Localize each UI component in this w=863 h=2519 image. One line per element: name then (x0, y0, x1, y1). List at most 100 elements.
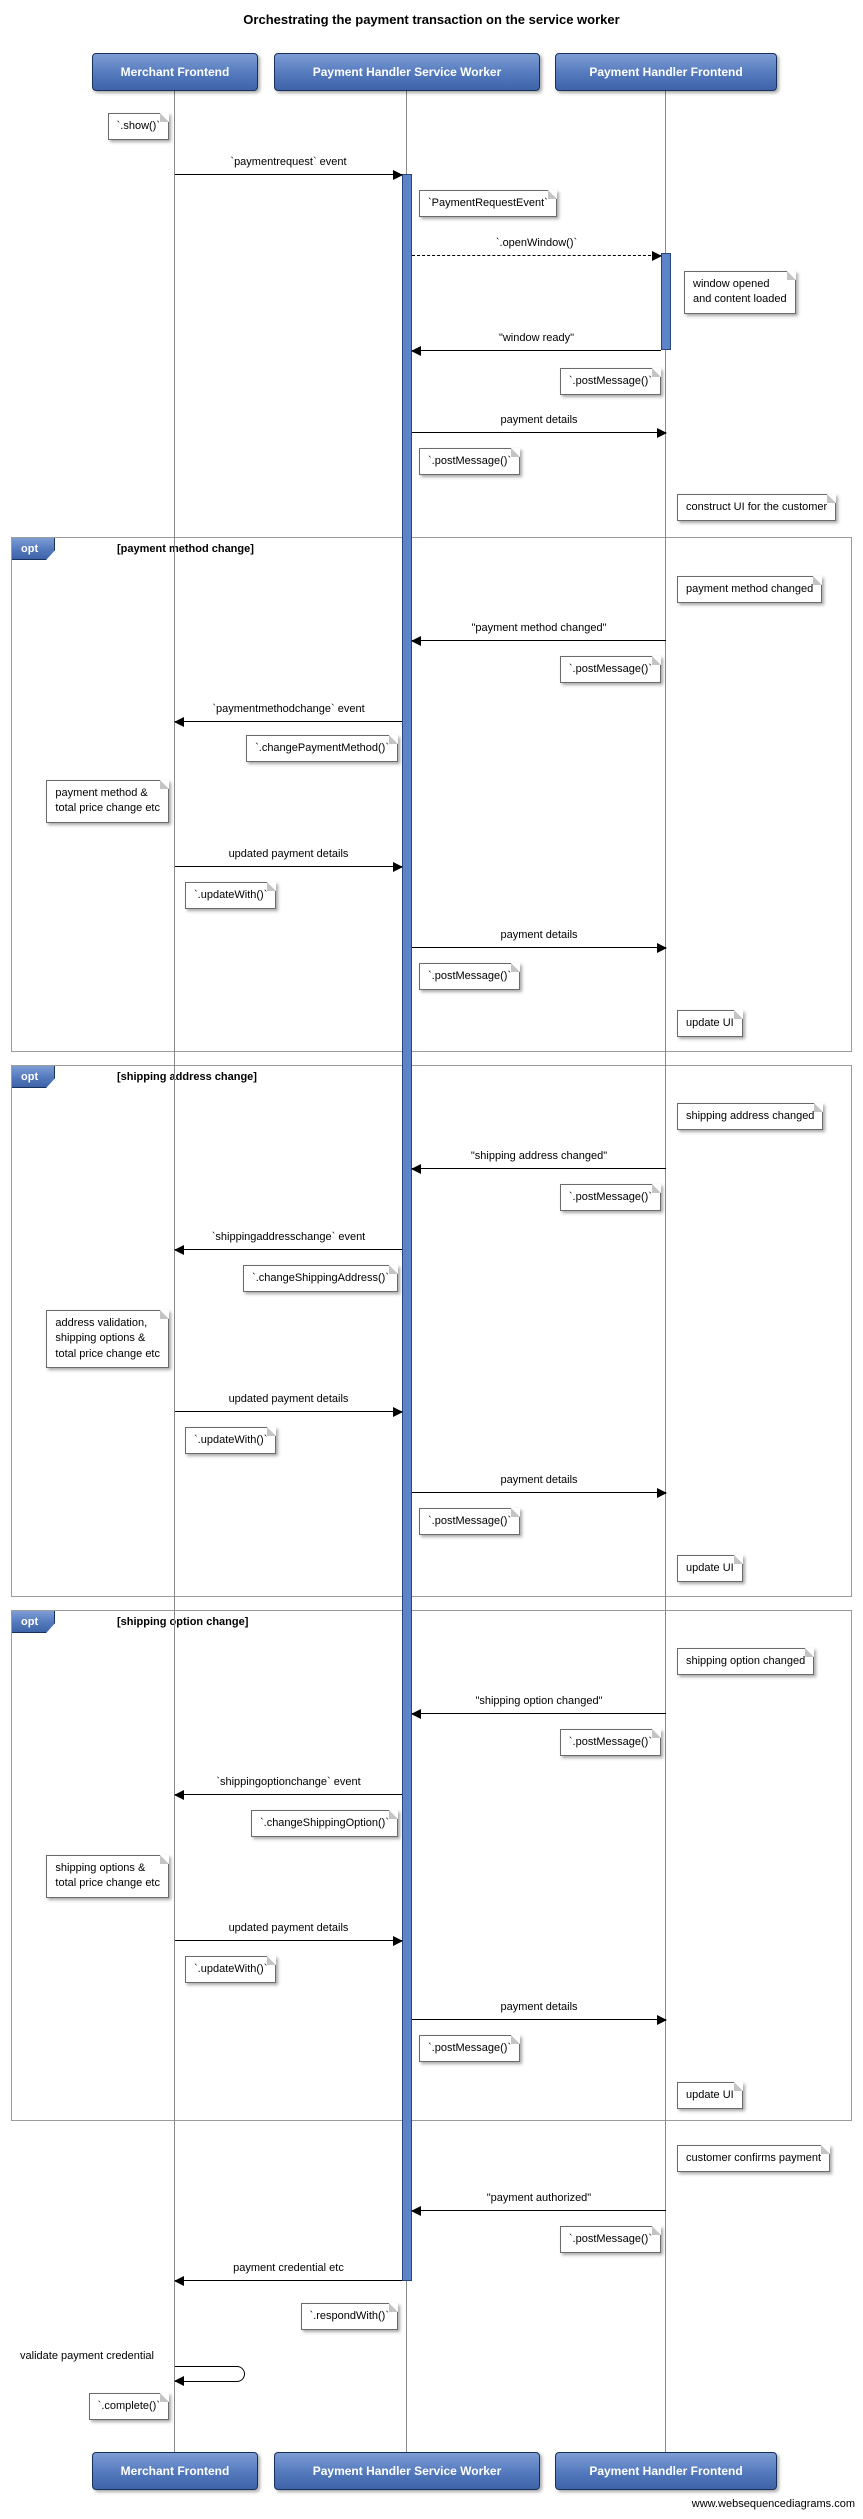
arrowhead-icon (657, 1488, 667, 1498)
arrowhead-icon (657, 943, 667, 953)
message-label-shipping-address-changed: "shipping address changed" (470, 1150, 608, 1162)
message-label-shippingaddresschange-event: `shippingaddresschange` event (211, 1231, 366, 1243)
arrow-updated-payment-details-1 (175, 862, 403, 872)
participant-payment-handler-frontend-bottom: Payment Handler Frontend (555, 2452, 777, 2490)
note-construct-ui: construct UI for the customer (677, 494, 837, 522)
activation-payment-handler-frontend (661, 253, 671, 350)
arrow-payment-details-1 (412, 428, 667, 438)
message-label-payment-details-1: payment details (500, 414, 578, 426)
note-address-validation: address validation, shipping options & t… (46, 1310, 169, 1369)
message-label-payment-authorized: "payment authorized" (486, 2192, 592, 2204)
participant-service-worker-top: Payment Handler Service Worker (274, 53, 540, 91)
note-change-shipping-option: `.changeShippingOption()` (250, 1810, 399, 1838)
arrowhead-icon (393, 170, 403, 180)
footer-link[interactable]: www.websequencediagrams.com (691, 2498, 855, 2510)
self-message-validate-credential (174, 2366, 245, 2386)
note-post-message-9: `.postMessage()` (559, 2226, 662, 2254)
note-complete: `.complete()` (88, 2393, 170, 2421)
note-post-message-4: `.postMessage()` (419, 963, 521, 991)
participant-service-worker-bottom: Payment Handler Service Worker (274, 2452, 540, 2490)
arrow-shippingoptionchange-event (174, 1790, 402, 1800)
note-post-message-3: `.postMessage()` (559, 656, 662, 684)
message-label-payment-details-2: payment details (500, 929, 578, 941)
message-label-updated-payment-details-2: updated payment details (228, 1393, 349, 1405)
fragment-operator-label: opt (12, 1611, 55, 1633)
arrowhead-icon (657, 2015, 667, 2025)
arrowhead-icon (411, 1709, 421, 1719)
lifeline-payment-handler-frontend (665, 91, 666, 2452)
note-shipping-options-total-price: shipping options & total price change et… (46, 1855, 169, 1898)
participant-merchant-frontend-bottom: Merchant Frontend (92, 2452, 258, 2490)
note-customer-confirms: customer confirms payment (677, 2145, 831, 2173)
arrowhead-icon (174, 2276, 184, 2286)
fragment-condition-label: [payment method change] (117, 543, 254, 555)
arrow-updated-payment-details-3 (175, 1936, 403, 1946)
note-post-message-6: `.postMessage()` (419, 1508, 521, 1536)
arrow-payment-authorized (411, 2206, 666, 2216)
fragment-condition-label: [shipping option change] (117, 1616, 249, 1628)
note-respond-with: `.respondWith()` (300, 2303, 399, 2331)
arrow-shipping-option-changed (411, 1709, 666, 1719)
note-update-with-2: `.updateWith()` (185, 1427, 277, 1455)
message-label-payment-method-changed: "payment method changed" (471, 622, 607, 634)
message-label-shipping-option-changed: "shipping option changed" (475, 1695, 603, 1707)
note-post-message-7: `.postMessage()` (559, 1729, 662, 1757)
arrow-payment-details-2 (412, 943, 667, 953)
message-label-updated-payment-details-1: updated payment details (228, 848, 349, 860)
message-label-payment-details-3: payment details (500, 1474, 578, 1486)
message-label-paymentmethodchange-event: `paymentmethodchange` event (212, 703, 365, 715)
arrowhead-icon (411, 636, 421, 646)
note-post-message-5: `.postMessage()` (559, 1184, 662, 1212)
fragment-opt-payment-method-change: opt [payment method change] (11, 537, 852, 1052)
note-update-ui-3: update UI (677, 2082, 743, 2110)
arrow-open-window (412, 251, 662, 261)
note-payment-method-changed: payment method changed (677, 576, 823, 604)
message-label-payment-credential: payment credential etc (233, 2262, 344, 2274)
arrowhead-icon (174, 717, 184, 727)
note-payment-method-total-price: payment method & total price change etc (46, 780, 169, 823)
arrow-payment-details-3 (412, 1488, 667, 1498)
arrow-payment-details-4 (412, 2015, 667, 2025)
arrowhead-icon (174, 2376, 184, 2386)
arrow-payment-method-changed (411, 636, 666, 646)
arrowhead-icon (174, 1245, 184, 1255)
arrow-window-ready (411, 346, 661, 356)
note-payment-request-event: `PaymentRequestEvent` (419, 190, 557, 218)
arrow-shippingaddresschange-event (174, 1245, 402, 1255)
note-change-payment-method: `.changePaymentMethod()` (246, 735, 398, 763)
fragment-operator-label: opt (12, 538, 55, 560)
arrow-paymentmethodchange-event (174, 717, 402, 727)
arrowhead-icon (411, 346, 421, 356)
participant-payment-handler-frontend-top: Payment Handler Frontend (555, 53, 777, 91)
arrowhead-icon (393, 1407, 403, 1417)
note-change-shipping-address: `.changeShippingAddress()` (243, 1265, 398, 1293)
message-label-validate-payment-credential: validate payment credential (20, 2350, 154, 2362)
arrow-shipping-address-changed (411, 1164, 666, 1174)
fragment-condition-label: [shipping address change] (117, 1071, 257, 1083)
arrowhead-icon (174, 1790, 184, 1800)
participant-merchant-frontend-top: Merchant Frontend (92, 53, 258, 91)
fragment-opt-shipping-address-change: opt [shipping address change] (11, 1065, 852, 1597)
note-update-with-3: `.updateWith()` (185, 1956, 277, 1984)
note-window-opened: window opened and content loaded (684, 271, 796, 314)
message-label-updated-payment-details-3: updated payment details (228, 1922, 349, 1934)
arrowhead-icon (393, 1936, 403, 1946)
message-label-window-ready: "window ready" (498, 332, 575, 344)
diagram-title: Orchestrating the payment transaction on… (243, 12, 620, 27)
fragment-opt-shipping-option-change: opt [shipping option change] (11, 1610, 852, 2121)
activation-service-worker (402, 174, 412, 2281)
arrowhead-icon (411, 2206, 421, 2216)
note-post-message-1: `.postMessage()` (559, 368, 662, 396)
lifeline-merchant-frontend (174, 91, 175, 2452)
message-label-payment-details-4: payment details (500, 2001, 578, 2013)
arrowhead-icon (393, 862, 403, 872)
note-show: `.show()` (107, 113, 170, 141)
note-post-message-8: `.postMessage()` (419, 2035, 521, 2063)
message-label-shippingoptionchange-event: `shippingoptionchange` event (216, 1776, 361, 1788)
arrowhead-icon (411, 1164, 421, 1174)
note-update-ui-1: update UI (677, 1010, 743, 1038)
arrowhead-icon (657, 428, 667, 438)
arrow-updated-payment-details-2 (175, 1407, 403, 1417)
message-label-paymentrequest-event: `paymentrequest` event (230, 156, 347, 168)
